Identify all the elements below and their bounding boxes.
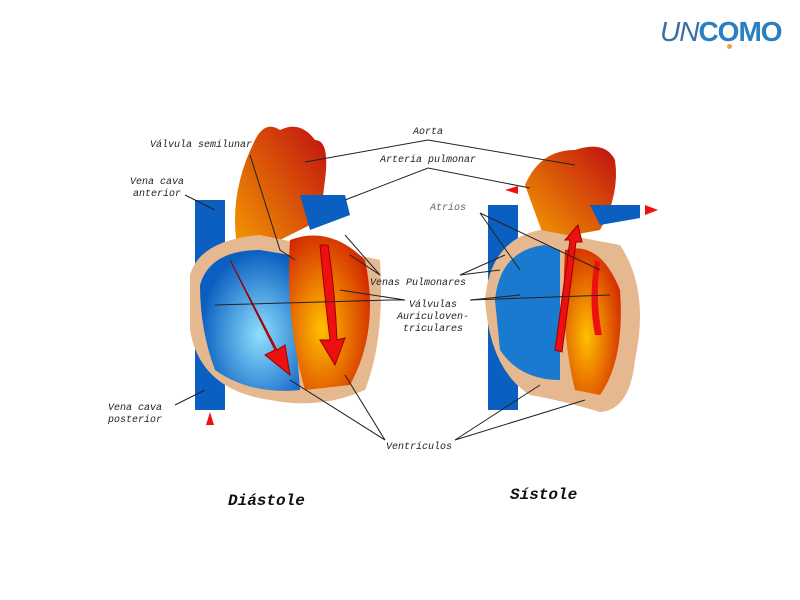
label-venas-pulmonares: Venas Pulmonares: [370, 278, 467, 289]
label-atrios: Atrios: [430, 203, 467, 214]
logo-dot: [727, 44, 732, 49]
diastole-heart: [190, 126, 381, 425]
label-vena-cava-posterior: Vena cava posterior: [108, 403, 163, 426]
label-vena-cava-anterior: Vena cava anterior: [130, 177, 185, 200]
label-ventriculos: Ventrículos: [386, 442, 453, 453]
label-valvula-semilunar: Válvula semilunar: [150, 140, 253, 151]
sistole-heart: [485, 146, 658, 412]
label-arteria-pulmonar: Arteria pulmonar: [380, 155, 477, 166]
title-diastole: Diástole: [228, 492, 305, 510]
label-aorta: Aorta: [413, 127, 444, 138]
leader-lines: [174, 139, 611, 441]
uncomo-logo: UNCOMO: [660, 16, 783, 47]
title-sistole: Sístole: [510, 486, 578, 504]
label-valvulas-av: Válvulas Auriculoven- triculares: [397, 300, 470, 335]
